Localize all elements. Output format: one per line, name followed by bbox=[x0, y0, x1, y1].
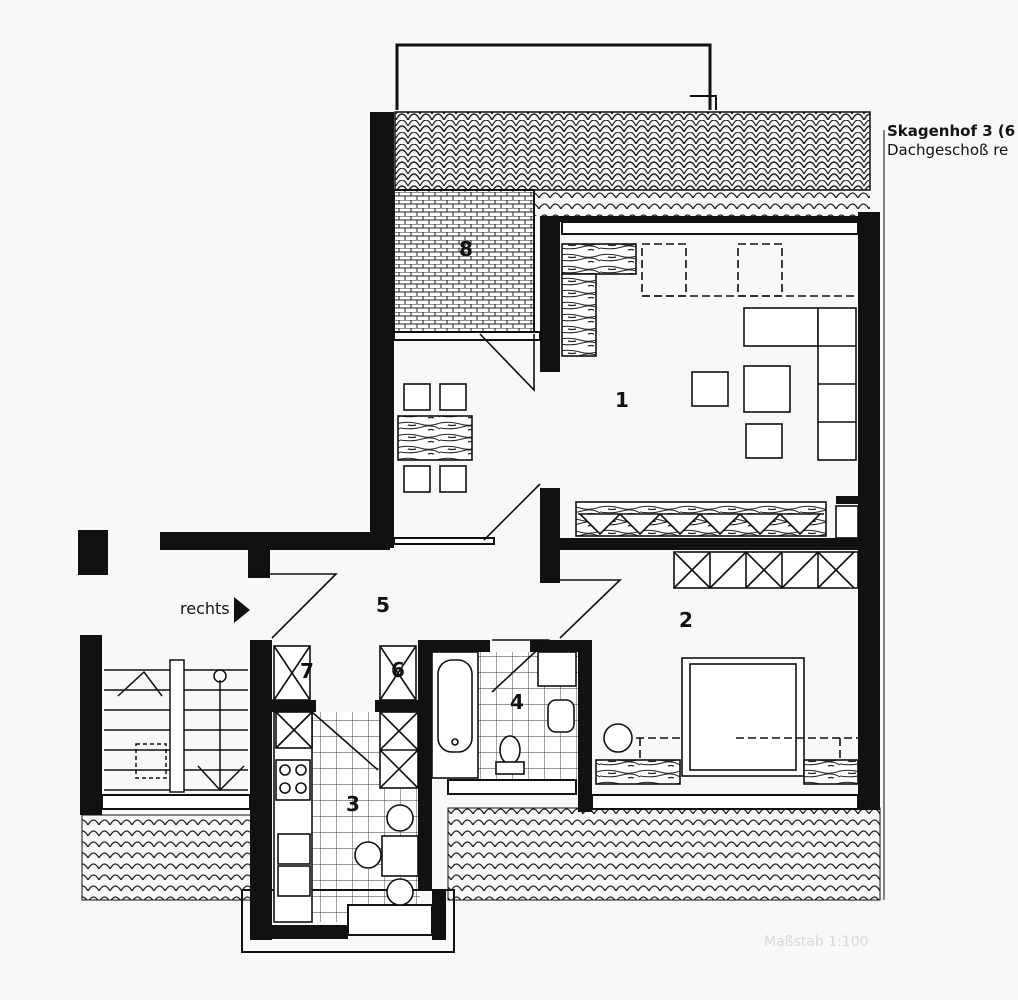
scale-note: Maßstab 1:100 bbox=[764, 934, 869, 950]
room-1-label: 1 bbox=[615, 388, 629, 412]
title-line-2: Dachgeschoß re bbox=[887, 141, 1009, 159]
bedroom-furniture bbox=[595, 550, 859, 785]
bathroom-fixtures bbox=[431, 651, 577, 779]
windows bbox=[101, 221, 859, 953]
room-5-label: 5 bbox=[376, 593, 390, 617]
closets bbox=[273, 645, 417, 701]
roof-balcony bbox=[395, 43, 717, 110]
room-8-floor bbox=[393, 189, 535, 333]
living-room-furniture bbox=[397, 243, 859, 539]
room-3-label: 3 bbox=[346, 792, 360, 816]
room-8-label: 8 bbox=[459, 237, 473, 261]
room-6-label: 6 bbox=[391, 658, 405, 682]
room-2-label: 2 bbox=[679, 608, 693, 632]
entrance-label: rechts bbox=[180, 599, 230, 618]
room-4-label: 4 bbox=[510, 690, 524, 714]
roof-tiles-top bbox=[394, 111, 871, 191]
roof-tiles-bottom-left bbox=[81, 814, 253, 901]
kitchen-fixtures bbox=[273, 711, 419, 923]
staircase bbox=[104, 659, 248, 793]
title-line-1: Skagenhof 3 (6 bbox=[887, 122, 1016, 140]
title-block: Skagenhof 3 (6 Dachgeschoß re bbox=[887, 122, 1018, 160]
doors bbox=[250, 333, 622, 771]
roof-tiles-top-lower bbox=[532, 190, 870, 216]
roof-tiles-bottom-right bbox=[447, 807, 881, 901]
walls bbox=[78, 112, 880, 940]
room-7-label: 7 bbox=[300, 659, 314, 683]
entrance-arrow-icon bbox=[234, 597, 250, 623]
